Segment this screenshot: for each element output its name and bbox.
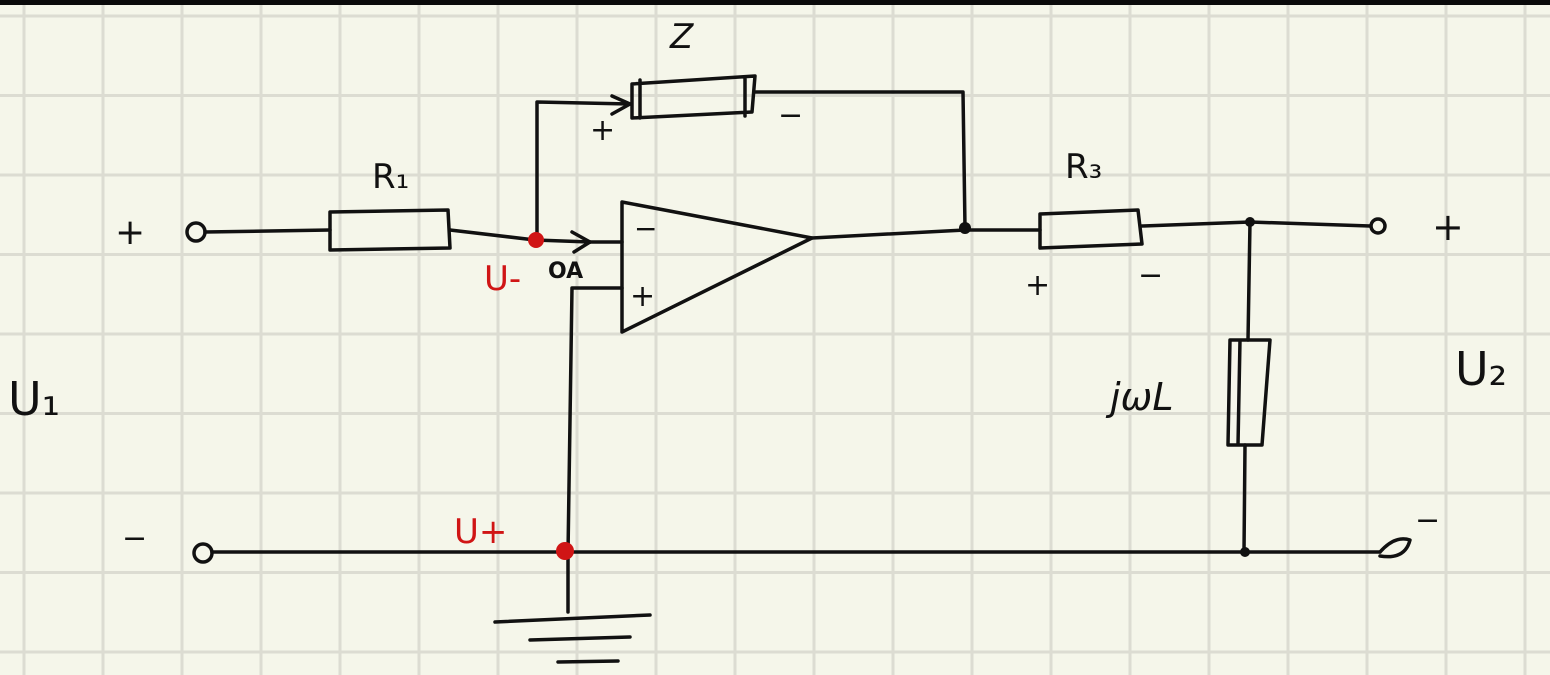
wire-r3-out <box>1140 220 1372 228</box>
label-z: Z <box>669 17 694 57</box>
output-node <box>959 222 971 234</box>
opamp-triangle <box>620 200 814 334</box>
label-output-plus: + <box>1432 205 1464 249</box>
node-u-minus <box>528 232 544 248</box>
wire-in-r1 <box>203 228 332 234</box>
wire-noninv-ground <box>566 286 624 555</box>
resistor-r1 <box>328 208 452 252</box>
ground-symbol <box>493 551 652 664</box>
resistor-r3 <box>1038 208 1144 250</box>
wire-inductor-bottom <box>1242 443 1247 554</box>
wire-r1-node <box>448 228 592 244</box>
label-inductor: jωL <box>1105 375 1174 419</box>
label-output-minus: − <box>1415 503 1440 538</box>
label-u-plus: U+ <box>454 512 507 552</box>
wire-inductor-top <box>1246 220 1252 342</box>
label-r3-plus: + <box>1025 268 1050 303</box>
label-u1: U₁ <box>8 372 60 426</box>
label-r3-minus: − <box>1138 258 1163 293</box>
label-r3: R₃ <box>1065 147 1102 187</box>
label-opamp: OA <box>548 259 583 284</box>
label-z-plus: + <box>590 113 615 148</box>
label-input-plus: + <box>115 212 145 253</box>
node-ground-right <box>1240 547 1250 557</box>
output-minus-terminal <box>1378 537 1412 559</box>
label-r1: R₁ <box>372 157 409 197</box>
label-input-minus: − <box>122 521 147 556</box>
wire-feedback-right <box>753 90 967 230</box>
output-plus-terminal <box>1369 217 1387 235</box>
top-bar <box>0 0 1550 5</box>
wire-output <box>810 228 1042 240</box>
label-u2: U₂ <box>1455 342 1507 396</box>
label-u-minus: U- <box>484 259 521 299</box>
impedance-z <box>630 74 757 120</box>
node-u-plus <box>556 542 574 560</box>
input-plus-terminal <box>185 221 207 243</box>
input-minus-terminal <box>192 542 214 564</box>
wire-feedback-left <box>535 100 632 240</box>
inductor <box>1226 338 1272 447</box>
label-opamp-noninverting: + <box>630 279 655 314</box>
label-opamp-inverting: − <box>634 212 657 245</box>
feedback-arrow <box>610 94 632 116</box>
label-z-minus: − <box>778 98 803 133</box>
